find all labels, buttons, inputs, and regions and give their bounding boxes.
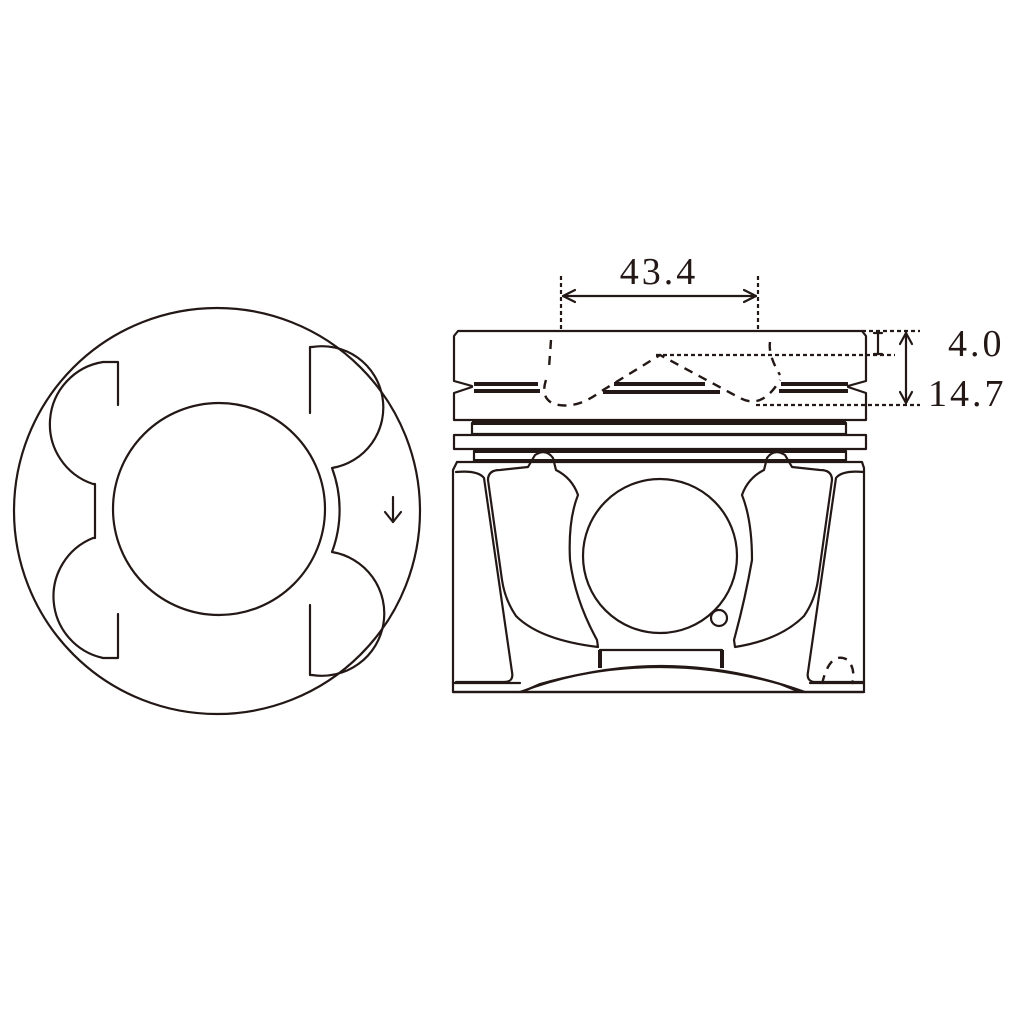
hidden-combustion-bowl [543, 339, 782, 407]
right-valve-pocket [308, 345, 386, 677]
dimension-label-14-7: 14.7 [928, 373, 1007, 415]
dimension-label-43-4: 43.4 [620, 251, 699, 293]
left-pin-boss-rib [486, 451, 600, 649]
dimension-bowl-depth: 4.0 14.7 [656, 323, 1007, 415]
right-pin-boss-rib [732, 451, 834, 649]
side-view [451, 329, 868, 694]
left-skirt-window [454, 470, 514, 684]
pin-bore [581, 477, 739, 635]
oil-hole [709, 608, 729, 628]
second-land [452, 433, 868, 451]
combustion-bowl-circle [111, 401, 327, 617]
right-skirt-window [806, 470, 866, 684]
left-valve-pocket [48, 360, 120, 660]
piston-outline-circle [12, 306, 422, 716]
skirt-outline [451, 460, 866, 694]
dimension-label-4-0: 4.0 [948, 323, 1005, 365]
skirt-bottom-arc [518, 664, 807, 694]
direction-arrow-icon [383, 495, 403, 524]
dimension-bowl-diameter: 43.4 [559, 251, 760, 331]
top-view [12, 306, 422, 716]
hidden-relief [820, 656, 855, 685]
top-land [452, 329, 868, 422]
